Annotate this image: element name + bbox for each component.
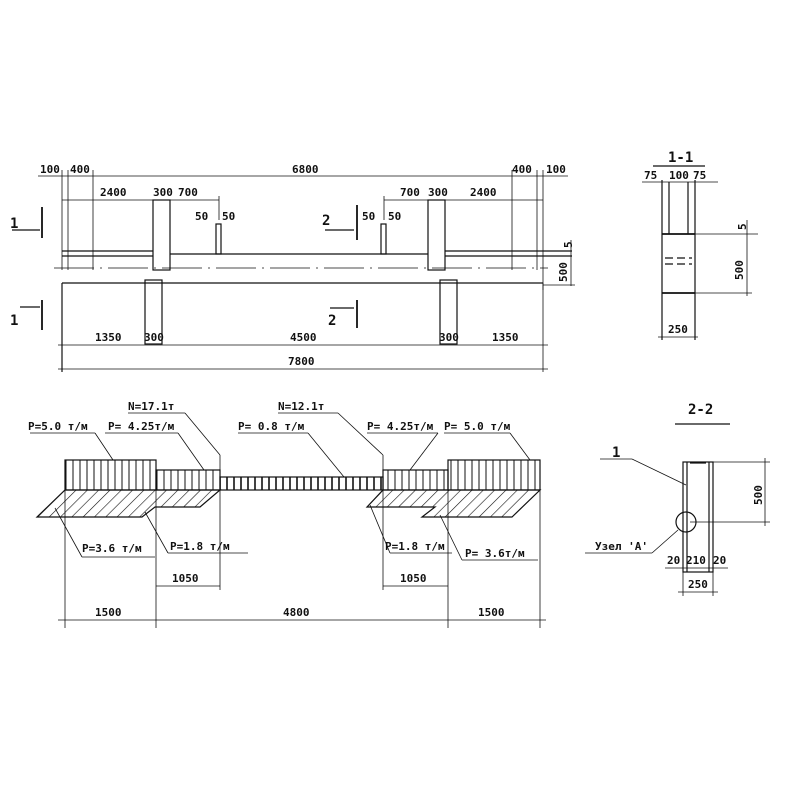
section-2-2: 2-2 500 1 Узел 'A' 20 210 20 250 xyxy=(585,402,770,596)
hatched-load xyxy=(35,489,222,518)
dim-text: 210 xyxy=(686,554,706,567)
dim-text: 100 xyxy=(669,169,689,182)
dim-text: 2400 xyxy=(470,186,497,199)
section-title: 2-2 xyxy=(688,402,713,418)
rod xyxy=(380,223,387,255)
dim-text: 300 xyxy=(144,331,164,344)
load-block xyxy=(447,459,541,491)
rod xyxy=(215,223,222,255)
section-outline xyxy=(682,461,714,573)
load-label: P=3.6 т/м xyxy=(82,542,142,555)
dim-text: 250 xyxy=(668,323,688,336)
section-1-1: 1-1 75 100 75 5 500 250 xyxy=(642,150,758,340)
load-block xyxy=(155,469,221,491)
dim-text: 100 xyxy=(546,163,566,176)
dim-text: 5 xyxy=(736,223,749,230)
section-mark-1: 1 1 xyxy=(10,207,43,330)
load-label: P= 0.8 т/м xyxy=(238,420,305,433)
dim-text: 75 xyxy=(644,169,657,182)
load-label: P=1.8 т/м xyxy=(385,540,445,553)
svg-text:1: 1 xyxy=(10,216,18,232)
dim-text: 50 xyxy=(388,210,401,223)
load-diagram: P=5.0 т/м P= 4.25т/м N=17.1т P= 0.8 т/м … xyxy=(28,400,546,628)
dim-text: 100 xyxy=(40,163,60,176)
column xyxy=(427,199,446,271)
load-block xyxy=(64,459,157,491)
svg-text:2: 2 xyxy=(322,213,330,229)
dim-text: 20 xyxy=(667,554,680,567)
column xyxy=(439,279,458,345)
dim-text-total: 7800 xyxy=(288,355,315,368)
dim-text: 1050 xyxy=(400,572,427,585)
dim-text: 20 xyxy=(713,554,726,567)
dim-text: 300 xyxy=(428,186,448,199)
load-label: P= 3.6т/м xyxy=(465,547,525,560)
dim-text: 50 xyxy=(195,210,208,223)
dim-text: 5 xyxy=(562,241,575,248)
dim-text: 50 xyxy=(222,210,235,223)
dim-text: 1350 xyxy=(95,331,122,344)
dim-text: 400 xyxy=(70,163,90,176)
dim-text: 500 xyxy=(752,485,765,505)
load-label: P= 4.25т/м xyxy=(108,420,175,433)
load-label: P= 4.25т/м xyxy=(367,420,434,433)
dim-text: 300 xyxy=(439,331,459,344)
dim-text: 500 xyxy=(733,260,746,280)
dim-text: 6800 xyxy=(292,163,319,176)
dim-text: 700 xyxy=(178,186,198,199)
dim-text: 1500 xyxy=(95,606,122,619)
load-label: P=5.0 т/м xyxy=(28,420,88,433)
dim-text: 400 xyxy=(512,163,532,176)
dim-text: 50 xyxy=(362,210,375,223)
dim-text: 1050 xyxy=(172,572,199,585)
dim-text: 700 xyxy=(400,186,420,199)
dim-text: 75 xyxy=(693,169,706,182)
column xyxy=(152,199,171,271)
dim-text: 300 xyxy=(153,186,173,199)
dim-text: 1500 xyxy=(478,606,505,619)
dim-text: 500 xyxy=(557,262,570,282)
dim-text: 4500 xyxy=(290,331,317,344)
point-load-label: N=12.1т xyxy=(278,400,324,413)
load-block xyxy=(219,476,384,491)
load-block xyxy=(382,469,449,491)
callout-number: 1 xyxy=(612,445,620,461)
dim-text: 2400 xyxy=(100,186,127,199)
dim-text: 1350 xyxy=(492,331,519,344)
load-label: P= 5.0 т/м xyxy=(444,420,511,433)
hatched-load xyxy=(365,489,542,518)
dim-text: 4800 xyxy=(283,606,310,619)
svg-text:1: 1 xyxy=(10,313,18,329)
load-label: P=1.8 т/м xyxy=(170,540,230,553)
section-title: 1-1 xyxy=(668,150,693,166)
node-label: Узел 'A' xyxy=(595,540,648,553)
point-load-label: N=17.1т xyxy=(128,400,174,413)
node-a-marker xyxy=(675,511,697,533)
dim-text: 250 xyxy=(688,578,708,591)
beam-elevation: 100 400 6800 400 100 2400 300 700 700 30… xyxy=(10,163,575,372)
section-mark-2: 2 2 xyxy=(322,205,358,329)
svg-text:2: 2 xyxy=(328,313,336,329)
column xyxy=(144,279,163,345)
